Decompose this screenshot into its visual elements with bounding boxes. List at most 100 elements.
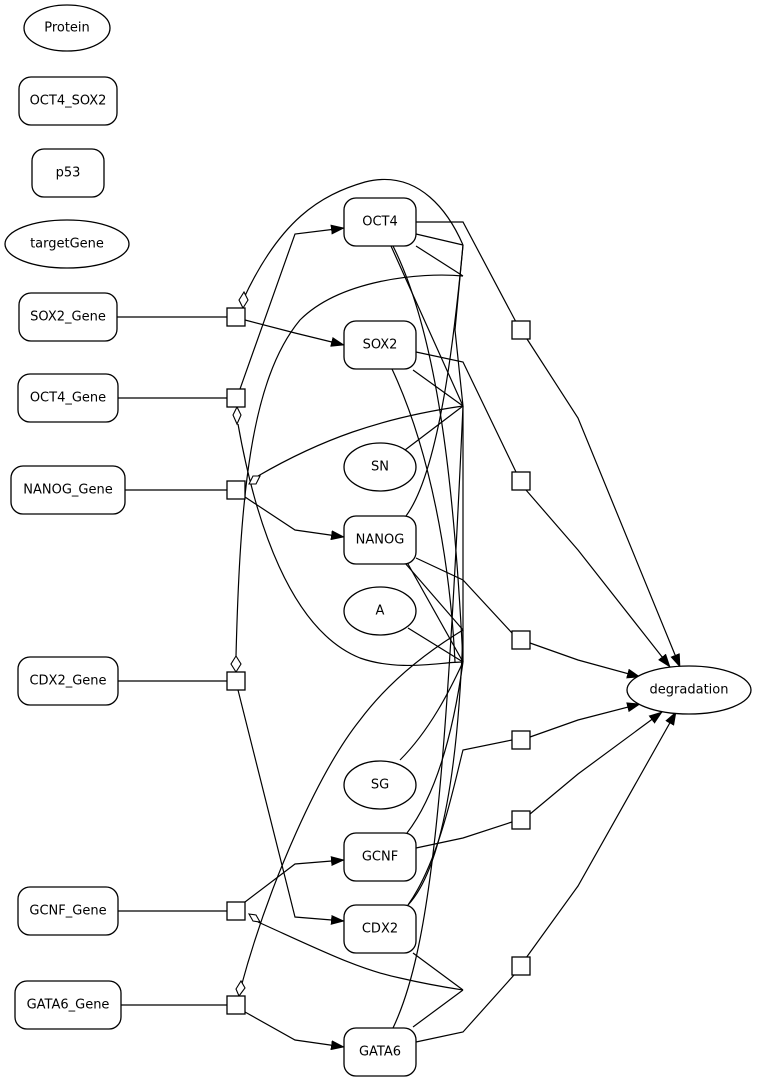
- node-oct4-sox2: OCT4_SOX2: [18, 76, 118, 126]
- edge-nanog-deg-in: [415, 557, 513, 634]
- edge-produce-gcnf: [244, 856, 345, 903]
- edge-cdx2-deg-in: [407, 739, 513, 906]
- node-p53: p53: [31, 148, 105, 198]
- node-label: SN: [371, 460, 389, 475]
- edge-gata6-deg-in: [415, 974, 515, 1043]
- node-cdx2: CDX2: [343, 904, 417, 954]
- node-label: p53: [56, 166, 81, 181]
- node-label: OCT4_Gene: [30, 391, 106, 406]
- edge-nanog-oct4-curve: [405, 244, 464, 517]
- node-gcnf: GCNF: [343, 832, 417, 882]
- edge-sox2-down: [391, 368, 456, 663]
- edge-modifier-gata6-gene: [240, 629, 464, 988]
- node-oct4-gene: OCT4_Gene: [17, 373, 119, 423]
- node-label: NANOG_Gene: [23, 483, 112, 498]
- process-square: [226, 671, 246, 691]
- edges: [117, 178, 681, 1051]
- node-a: A: [343, 586, 417, 636]
- edge-gata6-deg: [525, 711, 677, 959]
- nodes: Protein OCT4_SOX2 p53 targetGene SOX2_Ge…: [4, 4, 752, 1077]
- edge-cdx2-deg: [529, 702, 641, 738]
- diamond-marker: [235, 979, 246, 998]
- edge-modifier-sox2-gene: [242, 178, 464, 301]
- edge-produce-oct4: [239, 224, 345, 390]
- edge-a-join: [407, 627, 464, 663]
- process-square: [511, 956, 531, 976]
- node-gata6: GATA6: [343, 1027, 417, 1077]
- edge-sox2-deg-in: [415, 351, 517, 473]
- node-gata6-gene: GATA6_Gene: [14, 980, 122, 1030]
- diamond-marker: [230, 654, 242, 674]
- node-label: GATA6: [359, 1045, 401, 1060]
- node-sn: SN: [343, 442, 417, 492]
- process-square: [511, 730, 531, 750]
- edge-sox2-deg: [525, 489, 671, 668]
- node-sg: SG: [343, 760, 417, 810]
- node-protein: Protein: [23, 4, 111, 52]
- process-square: [511, 471, 531, 491]
- edge-produce-sox2: [244, 319, 345, 347]
- edge-sn-join: [404, 405, 464, 451]
- edge-cdx2-join2: [412, 952, 464, 991]
- process-square: [226, 901, 246, 921]
- node-cdx2-gene: CDX2_Gene: [17, 656, 119, 706]
- diamond-marker: [248, 475, 261, 485]
- edge-sox2-join: [412, 369, 464, 407]
- node-sox2: SOX2: [343, 320, 417, 370]
- node-nanog-gene: NANOG_Gene: [10, 465, 126, 515]
- process-square: [511, 630, 531, 650]
- edge-cdx2-join: [407, 629, 464, 906]
- edge-sg-join: [399, 661, 464, 761]
- edge-gcnf-join: [406, 661, 464, 834]
- process-square: [511, 810, 531, 830]
- edge-nanog-join: [404, 562, 464, 631]
- edge-produce-nanog: [244, 496, 345, 541]
- node-degradation: degradation: [626, 665, 752, 715]
- edge-oct4-deg-in: [416, 221, 517, 323]
- node-label: GATA6_Gene: [27, 998, 110, 1013]
- process-squares: [226, 307, 531, 1015]
- node-label: SG: [371, 778, 389, 793]
- edge-gcnf-deg: [529, 711, 663, 815]
- diamond-marker: [238, 290, 249, 310]
- edge-nanog-deg: [529, 642, 641, 679]
- edge-gata6-up: [392, 405, 464, 1029]
- edge-produce-cdx2: [237, 689, 345, 925]
- diamond-marker: [232, 405, 242, 426]
- edge-modifier-gcnf-gene: [257, 921, 464, 991]
- process-square: [511, 320, 531, 340]
- node-label: SOX2: [363, 338, 398, 353]
- node-label: degradation: [650, 683, 729, 698]
- edge-oct4-deg: [526, 338, 681, 668]
- node-label: CDX2_Gene: [29, 674, 106, 689]
- edge-oct4-join1: [415, 233, 464, 246]
- node-label: A: [376, 604, 385, 619]
- node-sox2-gene: SOX2_Gene: [18, 292, 118, 342]
- process-square: [226, 388, 246, 408]
- process-square: [226, 995, 246, 1015]
- edge-produce-gata6: [244, 1011, 345, 1051]
- edge-modifier-oct4-gene: [237, 423, 464, 667]
- modifier-diamonds: [230, 290, 262, 998]
- edge-oct4-down2: [392, 245, 464, 663]
- edge-modifier-cdx2-gene: [235, 274, 464, 657]
- node-oct4: OCT4: [343, 197, 417, 247]
- node-label: GCNF_Gene: [29, 904, 106, 919]
- node-nanog: NANOG: [343, 515, 417, 565]
- diamond-marker: [247, 913, 262, 923]
- edge-gata6-join: [412, 989, 464, 1028]
- node-label: GCNF: [362, 850, 398, 865]
- node-label: targetGene: [30, 237, 104, 252]
- node-label: OCT4: [362, 215, 398, 230]
- process-square: [226, 307, 246, 327]
- process-square: [226, 480, 246, 500]
- node-label: NANOG: [356, 533, 405, 548]
- node-gcnf-gene: GCNF_Gene: [17, 886, 119, 936]
- edge-modifier-nanog-gene: [257, 405, 464, 477]
- edge-oct4-join2: [415, 245, 464, 277]
- node-label: Protein: [44, 21, 90, 36]
- node-label: SOX2_Gene: [30, 310, 106, 325]
- node-label: OCT4_SOX2: [30, 94, 107, 109]
- node-label: CDX2: [362, 922, 398, 937]
- node-targetgene: targetGene: [4, 219, 130, 269]
